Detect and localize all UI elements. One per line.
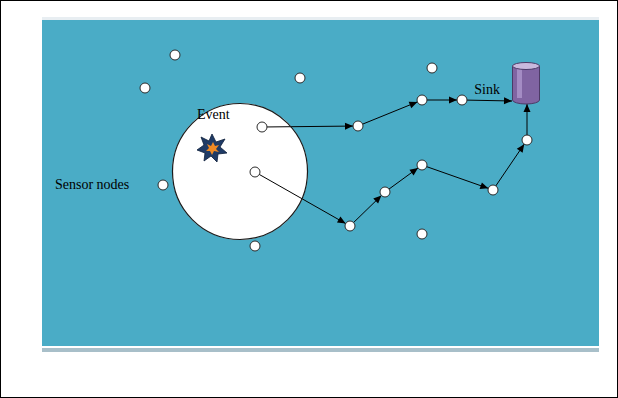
hop-arrowhead	[409, 102, 418, 108]
panel-shadow-bar	[42, 348, 599, 352]
burst-core	[206, 142, 219, 155]
data-route-arrow	[262, 97, 512, 130]
ellipse-outline	[172, 103, 308, 240]
arrowhead	[524, 104, 531, 112]
sea-panel	[42, 20, 599, 346]
cylinder-body	[513, 66, 540, 104]
caption-label: Sensor nodes	[55, 178, 129, 192]
event-region-fill	[172, 103, 308, 240]
sensor-node	[158, 180, 168, 190]
sensor-node	[140, 83, 150, 93]
sensor-node	[257, 122, 267, 132]
route-line	[262, 100, 512, 127]
sensor-node	[488, 185, 498, 195]
sensor-node	[295, 73, 305, 83]
node-label: Event	[197, 108, 230, 122]
hop-arrowhead	[517, 144, 524, 153]
data-route-arrow	[255, 104, 531, 226]
panel-top-edge	[42, 17, 599, 20]
sensor-node	[427, 63, 437, 73]
sensor-node	[345, 221, 355, 231]
event-burst-icon	[197, 134, 227, 162]
burst-outer	[197, 134, 227, 162]
arrowhead	[504, 97, 512, 104]
route-line	[255, 104, 527, 226]
sensor-node	[250, 167, 260, 177]
event-region: Event	[172, 103, 308, 240]
hop-arrowhead	[337, 217, 346, 224]
sensor-node	[522, 135, 532, 145]
hop-arrowhead	[449, 97, 457, 104]
cylinder-outline	[512, 62, 540, 104]
sensor-node	[417, 95, 427, 105]
sensor-node	[457, 95, 467, 105]
hop-arrowhead	[345, 123, 353, 130]
sensor-node	[417, 160, 427, 170]
sink-database: Sink	[512, 62, 540, 104]
sensor-node	[380, 187, 390, 197]
sensor-node	[417, 229, 427, 239]
hop-arrowhead	[373, 195, 381, 203]
cylinder-highlight	[517, 68, 522, 98]
event-region-outline	[173, 104, 308, 240]
node-label: Sink	[474, 83, 500, 97]
sensor-node	[250, 241, 260, 251]
hop-arrowhead	[480, 182, 489, 189]
hop-arrowhead	[409, 168, 418, 176]
sensor-node	[170, 50, 180, 60]
cylinder-top	[513, 63, 540, 70]
sensor-node	[353, 121, 363, 131]
